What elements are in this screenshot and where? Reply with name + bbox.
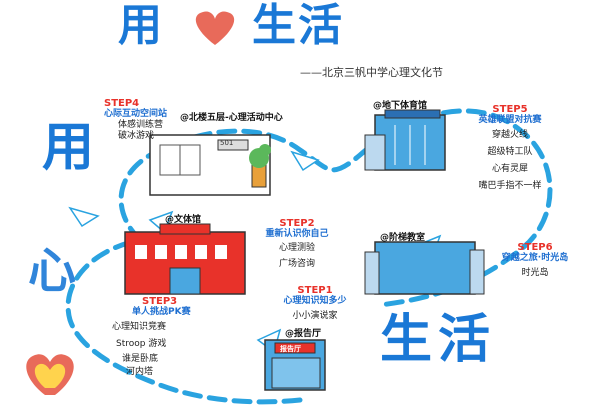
building-underground-gym [364, 109, 446, 171]
step1-block: STEP1 心理知识知多少 小小演说家 [270, 285, 360, 322]
step5-label: STEP5 [492, 104, 528, 115]
big-char-middle: 心 [28, 243, 77, 299]
step5-activity-3: 心有灵犀 [491, 164, 528, 174]
step5-block: STEP5 英雄联盟对抗赛 穿越火线 超级特工队 心有灵犀 嘴巴手指不一样 [470, 104, 550, 192]
heart-logo-icon [26, 354, 74, 395]
step1-title: 心理知识知多少 [283, 296, 347, 306]
step3-label: STEP3 [142, 296, 178, 307]
step5-activity-1: 穿越火线 [491, 130, 528, 140]
building-psych-center [149, 134, 271, 196]
step3-activity-3: 谁是卧底 [122, 354, 159, 364]
header-subtitle: ——北京三帆中学心理文化节 [300, 66, 443, 79]
route-path [65, 108, 553, 405]
step4-title: 心际互动空间站 [104, 109, 168, 119]
step1-activity-1: 小小演说家 [292, 311, 338, 321]
step6-place: @阶梯教室 [380, 233, 426, 243]
step3-block: STEP3 单人挑战PK赛 心理知识竞赛 Stroop 游戏 谁是卧底 河内塔 [112, 296, 191, 378]
step5-title: 英雄联盟对抗赛 [478, 115, 542, 125]
header-title-left: 用 [118, 0, 162, 51]
room-sign: 501 [220, 139, 234, 147]
step6-label: STEP6 [517, 242, 553, 253]
step6-activity-1: 时光岛 [521, 268, 549, 278]
step2-place: @文体馆 [165, 215, 202, 225]
step5-activity-4: 嘴巴手指不一样 [478, 181, 542, 191]
building-sports-hall [124, 223, 246, 295]
step3-title: 单人挑战PK赛 [132, 307, 191, 317]
step5-place: @地下体育馆 [373, 101, 428, 111]
step5-activity-2: 超级特工队 [487, 147, 533, 157]
step2-label: STEP2 [279, 218, 315, 229]
step3-activity-2: Stroop 游戏 [116, 339, 167, 349]
building-auditorium [264, 339, 326, 391]
step2-title: 重新认识你自己 [265, 229, 329, 239]
step3-activity-1: 心理知识竞赛 [112, 322, 167, 332]
step4-label: STEP4 [104, 98, 140, 109]
step1-label: STEP1 [297, 285, 333, 296]
step2-activity-1: 心理测验 [278, 243, 315, 253]
step2-activity-2: 广场咨询 [278, 259, 315, 269]
step3-activity-4: 河内塔 [126, 367, 154, 377]
auditorium-sign: 报告厅 [280, 345, 301, 353]
step4-activity-2: 破冰游戏 [118, 131, 155, 141]
step6-block: STEP6 穿越之旅·时光岛 时光岛 [490, 242, 580, 279]
step4-activity-1: 体感训练营 [118, 120, 164, 130]
big-char-left: 用 [42, 118, 95, 178]
step4-place: @北楼五层-心理活动中心 [180, 113, 283, 123]
step4-block: STEP4 心际互动空间站 体感训练营 破冰游戏 [104, 98, 167, 142]
big-char-bottom: 生活 [380, 310, 497, 370]
step2-block: STEP2 重新认识你自己 心理测验 广场咨询 [262, 218, 332, 270]
step1-place: @报告厅 [285, 329, 322, 339]
header-title-right: 生活 [252, 0, 344, 51]
step6-title: 穿越之旅·时光岛 [501, 253, 569, 263]
building-lecture-hall [364, 241, 485, 295]
